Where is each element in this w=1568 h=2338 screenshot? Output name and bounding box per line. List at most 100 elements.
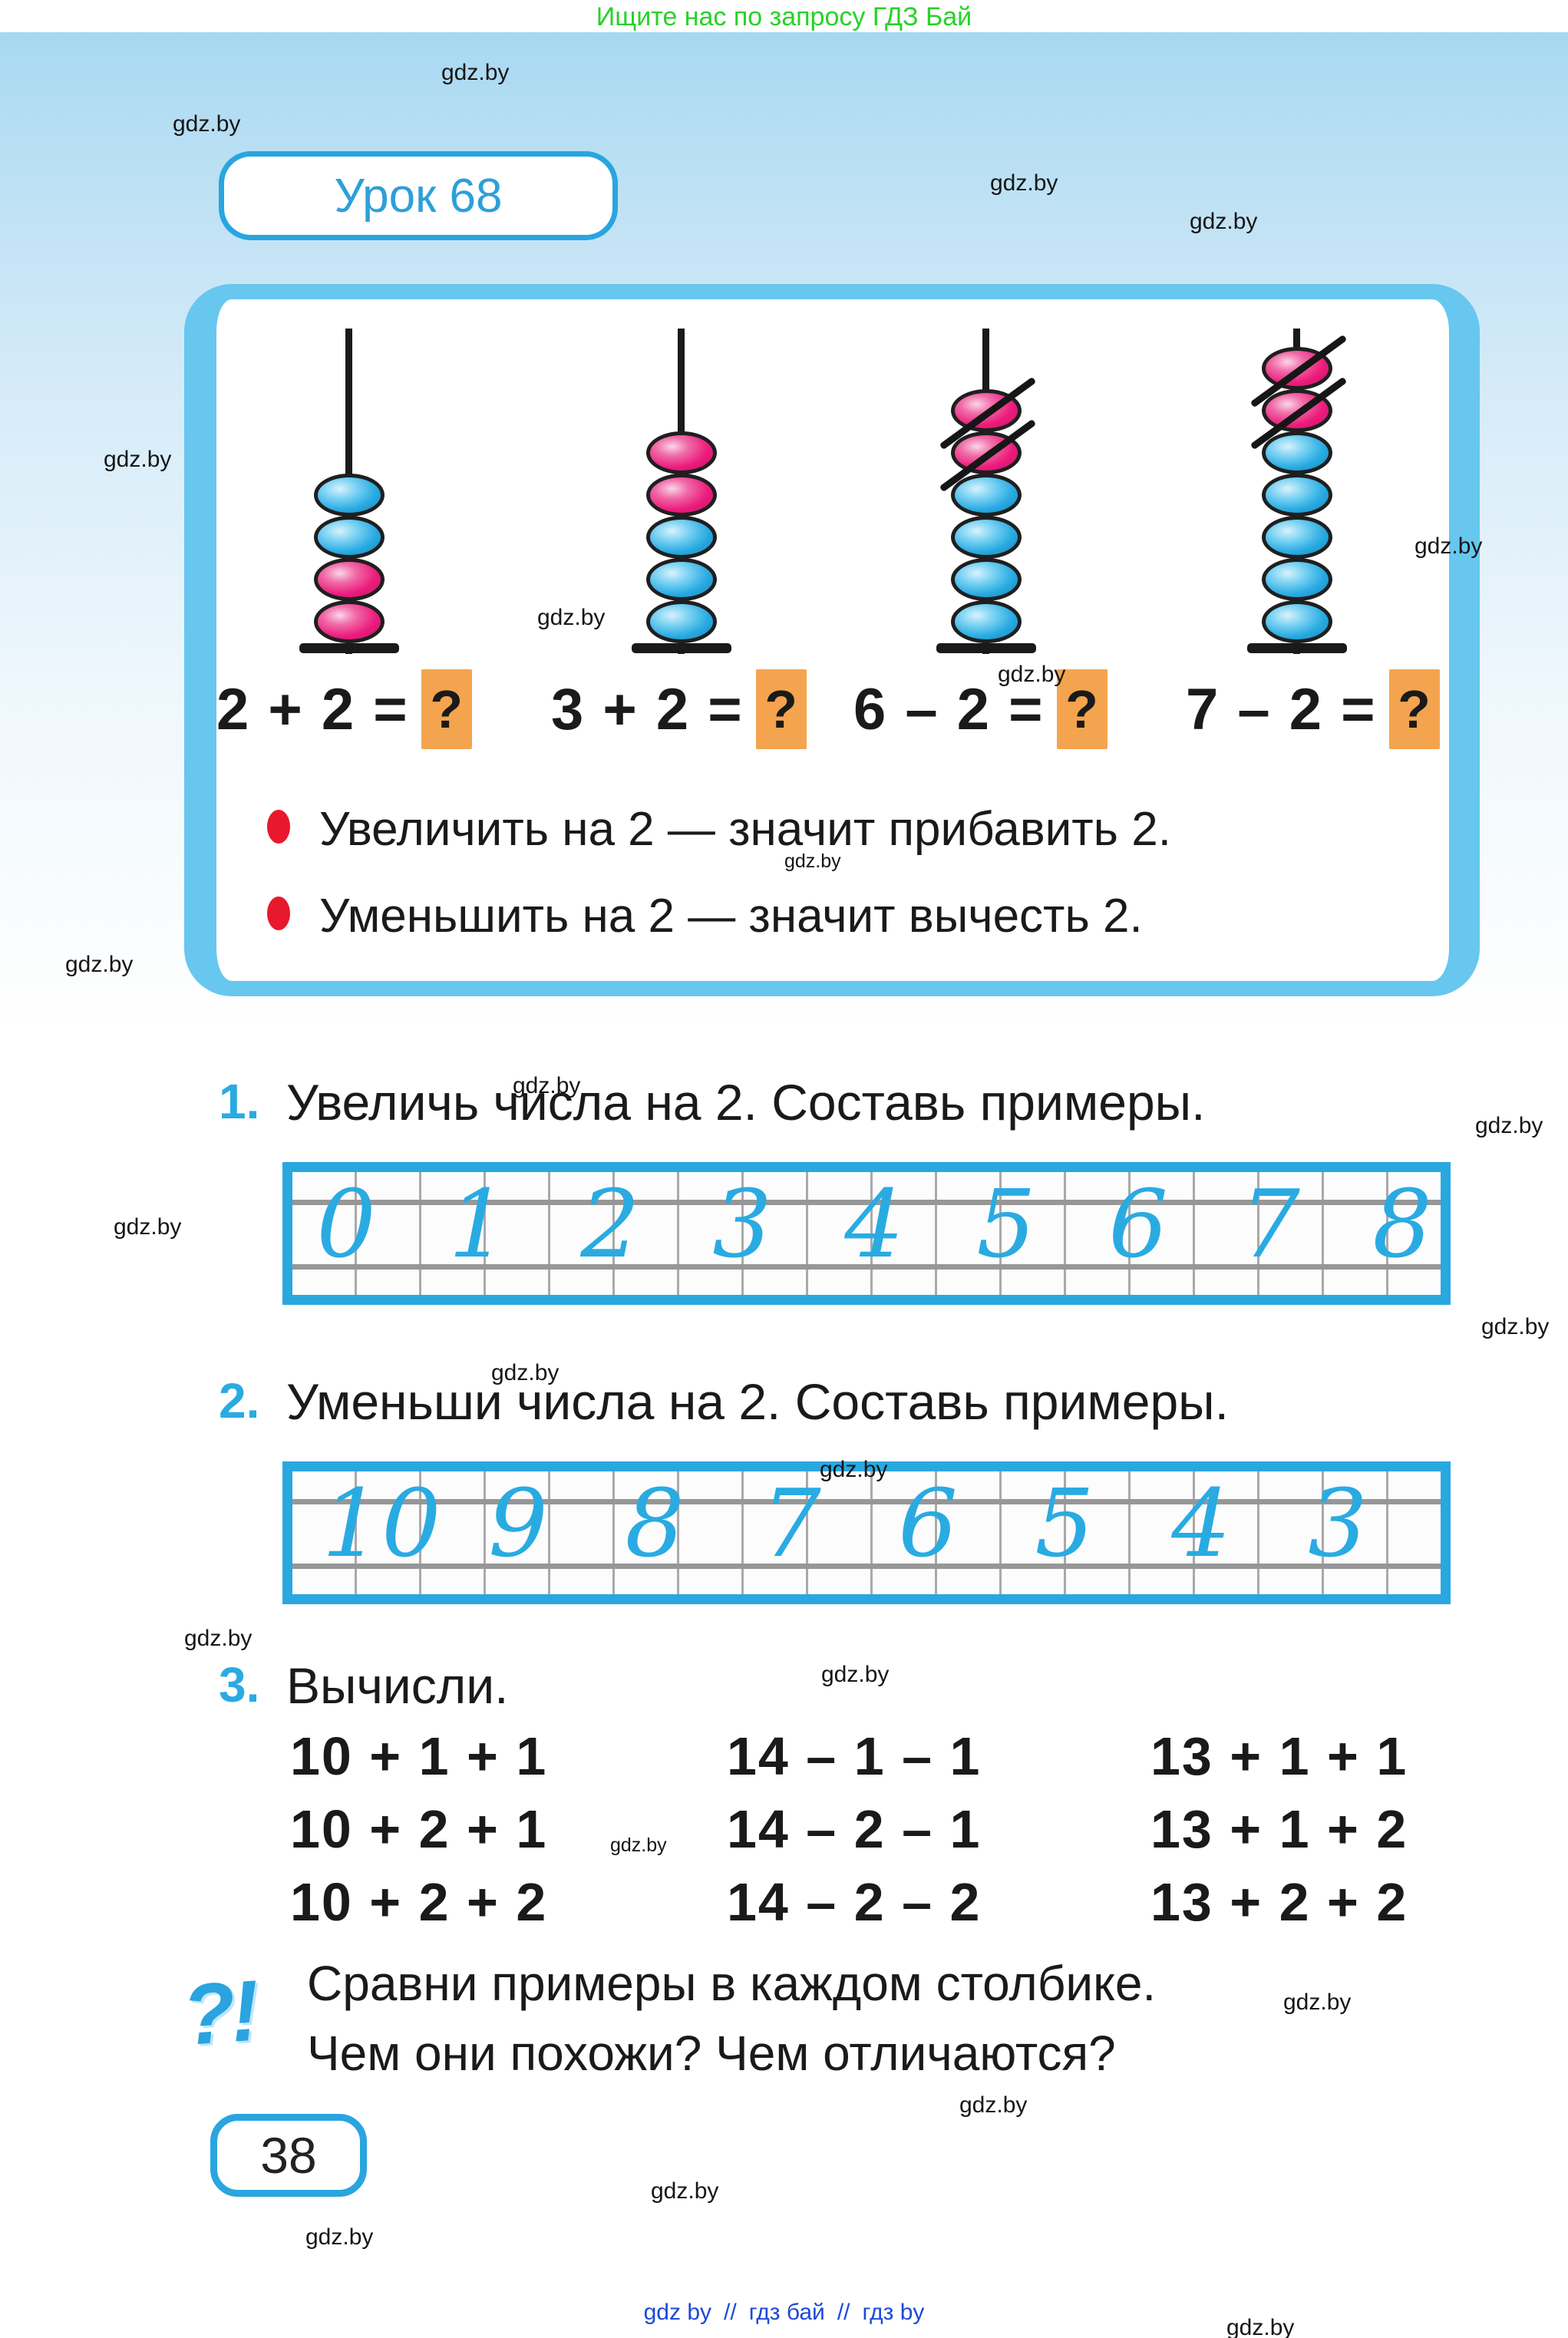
gdz-watermark: gdz.by	[491, 1360, 560, 1385]
equation-1: 2 + 2 =?	[216, 669, 472, 749]
equation-4: 7 – 2 =?	[1186, 669, 1440, 749]
page-number: 38	[260, 2127, 317, 2184]
gdz-watermark: gdz.by	[651, 2178, 719, 2204]
answer-box: ?	[755, 669, 807, 749]
lesson-title-badge: Урок 68	[219, 151, 618, 240]
pink-bead	[314, 558, 385, 601]
gdz-watermark: gdz.by	[104, 447, 172, 472]
gdz-watermark: gdz.by	[1475, 1113, 1543, 1138]
abacus-base	[632, 643, 731, 653]
gdz-watermark: gdz.by	[821, 1662, 890, 1687]
footer-link-3[interactable]: гдз by	[862, 2300, 925, 2325]
handwritten-digit: 3	[712, 1170, 772, 1279]
lesson-title: Урок 68	[334, 169, 503, 223]
blue-bead	[1262, 431, 1332, 474]
gdz-watermark: gdz.by	[537, 605, 606, 630]
abacus-base	[299, 643, 399, 653]
problem-expression: 10 + 2 + 2	[290, 1872, 548, 1932]
gdz-watermark: gdz.by	[998, 662, 1066, 687]
blue-bead	[951, 600, 1022, 643]
handwritten-digit: 8	[625, 1469, 685, 1578]
problem-expression: 10 + 1 + 1	[290, 1726, 548, 1786]
answer-box: ?	[1388, 669, 1440, 749]
gdz-watermark: gdz.by	[65, 952, 134, 977]
answer-question-mark: ?	[430, 679, 464, 739]
abacus-6-minus-2	[925, 322, 1048, 664]
gdz-watermark: gdz.by	[1226, 2315, 1295, 2338]
footer-separator: //	[724, 2300, 737, 2325]
handwritten-digit: 4	[1171, 1469, 1231, 1578]
equation-text: 7 – 2 =	[1186, 676, 1377, 742]
blue-bead	[1262, 516, 1332, 559]
blue-bead	[951, 516, 1022, 559]
bullet-icon	[267, 810, 290, 844]
gdz-watermark: gdz.by	[784, 850, 841, 872]
blue-bead	[646, 558, 717, 601]
gdz-watermark: gdz.by	[173, 111, 241, 137]
abacus-3-plus-2	[620, 322, 743, 664]
answer-question-mark: ?	[764, 679, 798, 739]
top-banner: Ищите нас по запросу ГДЗ Бай	[0, 0, 1568, 32]
abacus-2-plus-2	[288, 322, 411, 664]
footer-separator: //	[837, 2300, 850, 2325]
abacus-7-minus-2	[1236, 322, 1358, 664]
problem-expression: 10 + 2 + 1	[290, 1799, 548, 1859]
pink-bead	[646, 474, 717, 517]
handwritten-digit: 0	[316, 1170, 376, 1279]
rule-decrease: Уменьшить на 2 — значит вычесть 2.	[267, 889, 1143, 943]
grid-rule-line	[292, 1564, 1441, 1569]
blue-bead	[1262, 474, 1332, 517]
blue-bead	[646, 600, 717, 643]
task-1-label: 1. Увеличь числа на 2. Составь примеры.	[219, 1073, 1205, 1131]
answer-box: ?	[421, 669, 472, 749]
blue-bead	[1262, 600, 1332, 643]
handwritten-digit: 4	[844, 1170, 904, 1279]
rule-text: Уменьшить на 2 — значит вычесть 2.	[319, 890, 1143, 943]
handwritten-digit: 2	[580, 1170, 640, 1279]
problem-expression: 14 – 1 – 1	[727, 1726, 982, 1786]
equation-text: 3 + 2 =	[551, 676, 744, 742]
gdz-watermark: gdz.by	[990, 170, 1058, 196]
gdz-watermark: gdz.by	[441, 60, 510, 85]
abacus-base	[1247, 643, 1347, 653]
gdz-watermark: gdz.by	[184, 1626, 253, 1651]
handwritten-digit: 6	[1108, 1170, 1168, 1279]
abacus-base	[936, 643, 1036, 653]
problem-expression: 14 – 2 – 1	[727, 1799, 982, 1859]
handwritten-digit: 9	[488, 1469, 548, 1578]
footer-link-2[interactable]: гдз бай	[748, 2300, 825, 2325]
rule-text: Увеличить на 2 — значит прибавить 2.	[319, 803, 1171, 856]
blue-bead	[1262, 558, 1332, 601]
footer-link-1[interactable]: gdz by	[643, 2300, 712, 2325]
handwritten-digit: 10	[322, 1469, 441, 1578]
gdz-watermark: gdz.by	[1481, 1314, 1550, 1339]
pink-bead	[314, 600, 385, 643]
task-3-label: 3. Вычисли.	[219, 1656, 508, 1715]
grid-rule-line	[292, 1200, 1441, 1205]
equation-2: 3 + 2 =?	[551, 669, 807, 749]
pink-bead	[1249, 376, 1348, 451]
problem-expression: 13 + 1 + 2	[1150, 1799, 1408, 1859]
gdz-watermark: gdz.by	[1190, 209, 1258, 234]
handwritten-digit: 7	[761, 1469, 821, 1578]
problem-expression: 14 – 2 – 2	[727, 1872, 982, 1932]
pink-bead	[939, 376, 1037, 451]
handwritten-digit: 5	[1035, 1469, 1094, 1578]
handwritten-digit: 8	[1372, 1170, 1432, 1279]
rule-increase: Увеличить на 2 — значит прибавить 2.	[267, 802, 1171, 857]
equation-3: 6 – 2 =?	[853, 669, 1108, 749]
task-3-text: Вычисли.	[286, 1657, 509, 1714]
top-banner-text: Ищите нас по запросу ГДЗ Бай	[596, 2, 972, 31]
problem-expression: 13 + 2 + 2	[1150, 1872, 1408, 1932]
gdz-watermark: gdz.by	[610, 1834, 667, 1856]
blue-bead	[951, 474, 1022, 517]
grid-rule-line	[292, 1499, 1441, 1504]
question-line-2: Чем они похожи? Чем отличаются?	[307, 2026, 1116, 2081]
handwritten-digit: 1	[448, 1170, 508, 1279]
blue-bead	[646, 516, 717, 559]
grid-rule-line	[292, 1264, 1441, 1270]
handwritten-digit: 5	[976, 1170, 1036, 1279]
